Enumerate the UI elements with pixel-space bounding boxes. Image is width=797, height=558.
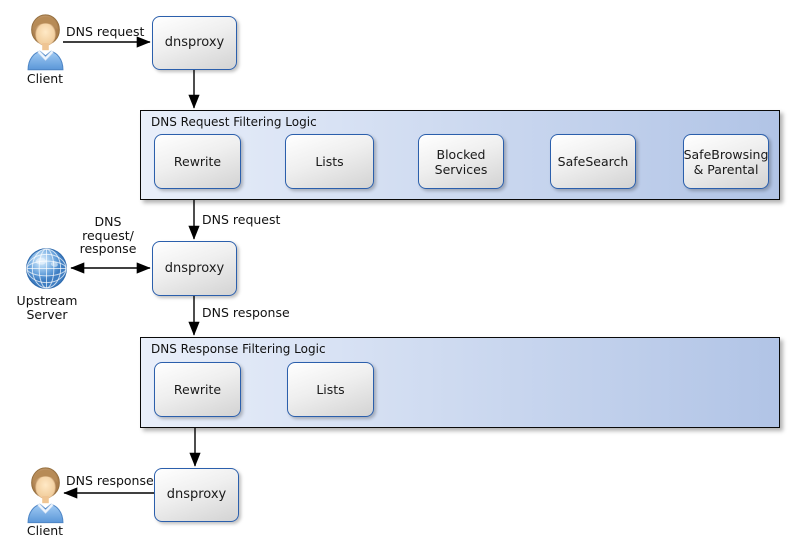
upstream-edge-line2: request/ [82,227,134,243]
upstream-server-actor [25,247,68,290]
step-label: Blocked [436,146,486,162]
step-lists-response: Lists [287,362,374,417]
step-rewrite-request: Rewrite [154,134,241,189]
step-rewrite-response: Rewrite [154,362,241,417]
step-label: Rewrite [173,382,222,397]
step-label: Lists [315,154,344,169]
upstream-edge-line3: response [79,241,137,256]
step-label: SafeSearch [557,154,629,169]
step-label: Rewrite [173,154,222,169]
client-top-actor [25,13,66,71]
edge-label-upstream: DNS request/ response [77,215,139,256]
dnsproxy-middle-node: dnsproxy [152,241,237,296]
edge-label-dns-request-top: DNS request [66,24,145,39]
request-filtering-container: DNS Request Filtering Logic Rewrite List… [140,110,780,200]
globe-icon [26,248,67,289]
upstream-server-label: Upstream Server [8,294,86,321]
dnsproxy-top-label: dnsproxy [164,35,225,51]
client-bottom-actor [25,466,66,524]
step-lists-request: Lists [285,134,374,189]
dnsproxy-top-node: dnsproxy [152,16,237,70]
response-filtering-container: DNS Response Filtering Logic Rewrite Lis… [140,337,780,428]
dnsproxy-middle-label: dnsproxy [164,260,225,276]
step-label-line2: & Parental [693,161,759,177]
edge-label-dns-request-mid: DNS request [202,212,281,227]
upstream-edge-line1: DNS [94,214,122,229]
upstream-label-line1: Upstream [16,293,78,308]
dnsproxy-bottom-label: dnsproxy [166,487,227,503]
response-filtering-title: DNS Response Filtering Logic [151,342,326,356]
step-label-line2: Services [434,161,488,177]
upstream-label-line2: Server [26,306,68,322]
dnsproxy-bottom-node: dnsproxy [154,468,239,522]
step-safesearch: SafeSearch [550,134,636,189]
step-safebrowsing-parental: SafeBrowsing & Parental [683,134,769,189]
step-label: SafeBrowsing [683,146,769,162]
edge-label-dns-response-bottom: DNS response [66,473,154,488]
step-blocked-services: Blocked Services [418,134,504,189]
person-icon [27,14,64,71]
client-bottom-label: Client [26,523,64,538]
step-label: Lists [316,382,345,397]
edge-label-dns-response-mid: DNS response [202,305,290,320]
person-icon [27,467,64,524]
request-filtering-title: DNS Request Filtering Logic [151,115,317,129]
client-top-label: Client [26,71,64,86]
